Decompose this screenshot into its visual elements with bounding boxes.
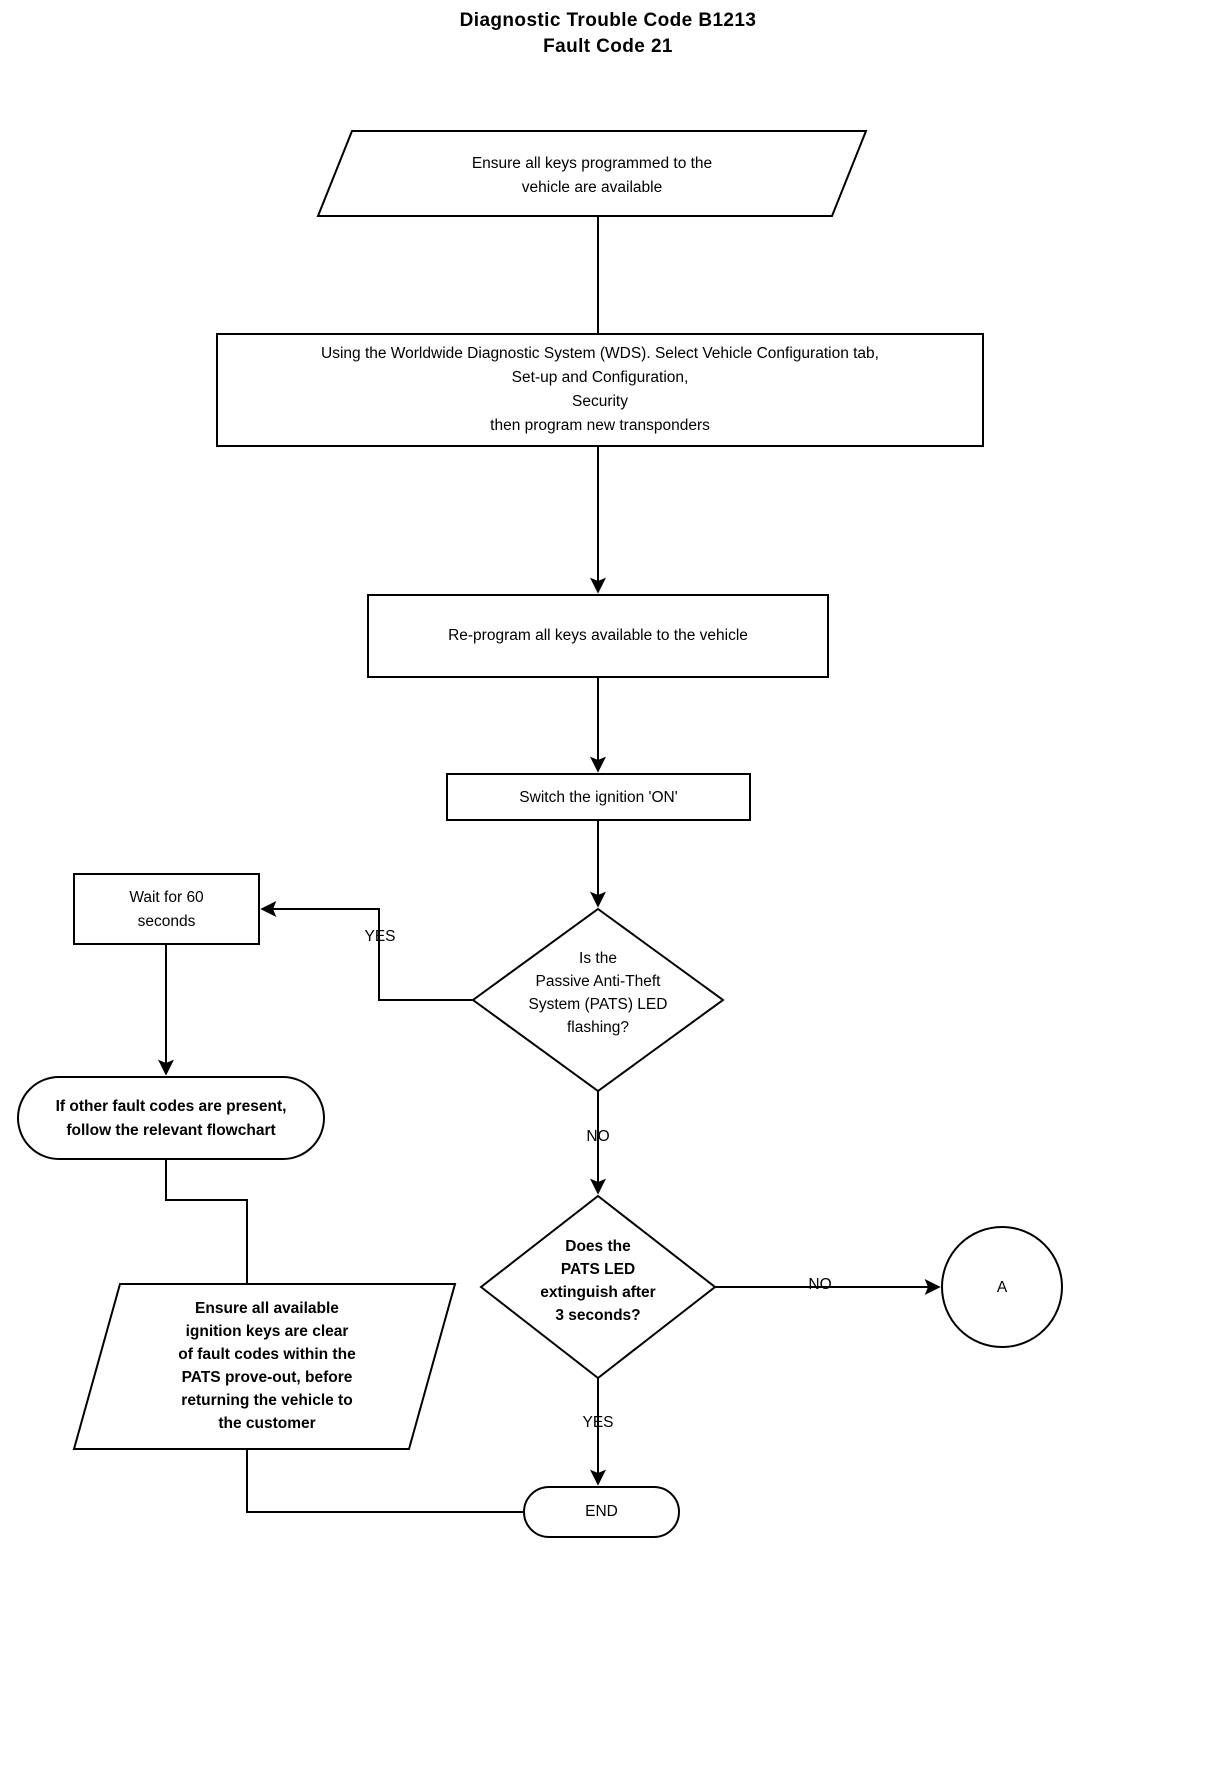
node-wait-60-shape[interactable] bbox=[73, 873, 260, 945]
edge-label-yes-extinguish: YES bbox=[582, 1414, 614, 1431]
node-switch-ignition-shape[interactable] bbox=[446, 773, 751, 821]
node-pats-extinguish-shape[interactable] bbox=[479, 1194, 717, 1380]
title-line-2: Fault Code 21 bbox=[543, 36, 673, 57]
node-other-fault-codes-shape[interactable] bbox=[17, 1076, 325, 1160]
node-ensure-clear-shape[interactable] bbox=[72, 1283, 457, 1450]
edge-pats-flashing-yes-to-wait bbox=[260, 901, 473, 1001]
edge-label-no-extinguish: NO bbox=[808, 1276, 832, 1293]
node-connector-a-shape[interactable] bbox=[941, 1226, 1063, 1348]
node-wds-instructions-shape[interactable] bbox=[216, 333, 984, 447]
node-reprogram-keys-shape[interactable] bbox=[367, 594, 829, 678]
edge-ensure-clear-to-end bbox=[246, 1449, 524, 1513]
edge-label-no-pats-flashing: NO bbox=[586, 1128, 610, 1145]
edge-other-fault-codes-to-ensure-clear bbox=[165, 1159, 248, 1284]
node-ensure-keys-shape[interactable] bbox=[316, 130, 868, 217]
title-line-1: Diagnostic Trouble Code B1213 bbox=[459, 10, 757, 31]
node-pats-flashing-shape[interactable] bbox=[471, 907, 725, 1093]
edge-label-yes-pats-flashing: YES bbox=[364, 928, 396, 945]
page-title: Diagnostic Trouble Code B1213 Fault Code… bbox=[0, 8, 1216, 60]
node-end-shape[interactable] bbox=[523, 1486, 680, 1538]
